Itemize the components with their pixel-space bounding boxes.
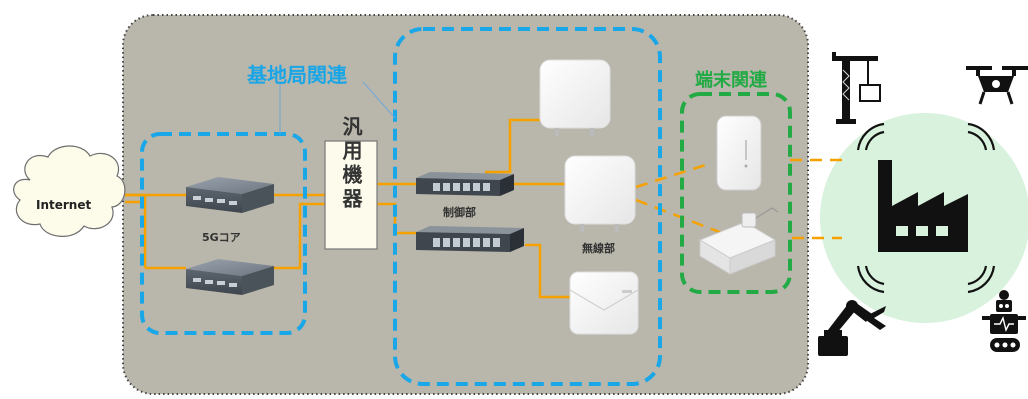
connection-lines [125,118,570,299]
rack-server-icon [416,226,524,252]
base-station-label-leader [362,81,396,119]
wireless-signal-icon [856,122,996,294]
line-generic-to-control-2 [377,202,416,235]
core-label: 5Gコア [202,231,241,244]
drone-icon [966,66,1028,105]
generic-equipment-label: 汎用機器 [339,116,363,212]
base-station-core-box [140,132,307,335]
crane-icon [832,52,881,124]
line-control-to-radio-top [485,118,540,174]
radio-unit-icon [539,59,611,136]
router-icon [716,115,762,191]
generic-equipment-box [324,140,378,250]
server-icon [186,259,274,295]
cloud-icon [13,145,126,237]
router-icon [698,207,779,275]
server-icon [186,177,274,213]
robot-arm-icon [818,300,886,356]
rack-server-icon [416,172,514,196]
radio-unit-icon [569,271,639,335]
internet-label: Internet [36,198,91,212]
control-unit-label: 制御部 [443,205,476,219]
base-station-ran-box [393,27,662,386]
robot-icon [982,290,1026,352]
terminal-box [680,92,792,294]
radio-unit-label: 無線部 [582,241,615,255]
base-station-label: 基地局関連 [247,63,348,87]
line-core-bottom-out [270,202,325,270]
terminal-label: 端末関連 [695,69,768,91]
radio-unit-icon [564,155,636,232]
line-control-to-radio-bottom [525,243,570,299]
factory-icon [878,160,968,252]
